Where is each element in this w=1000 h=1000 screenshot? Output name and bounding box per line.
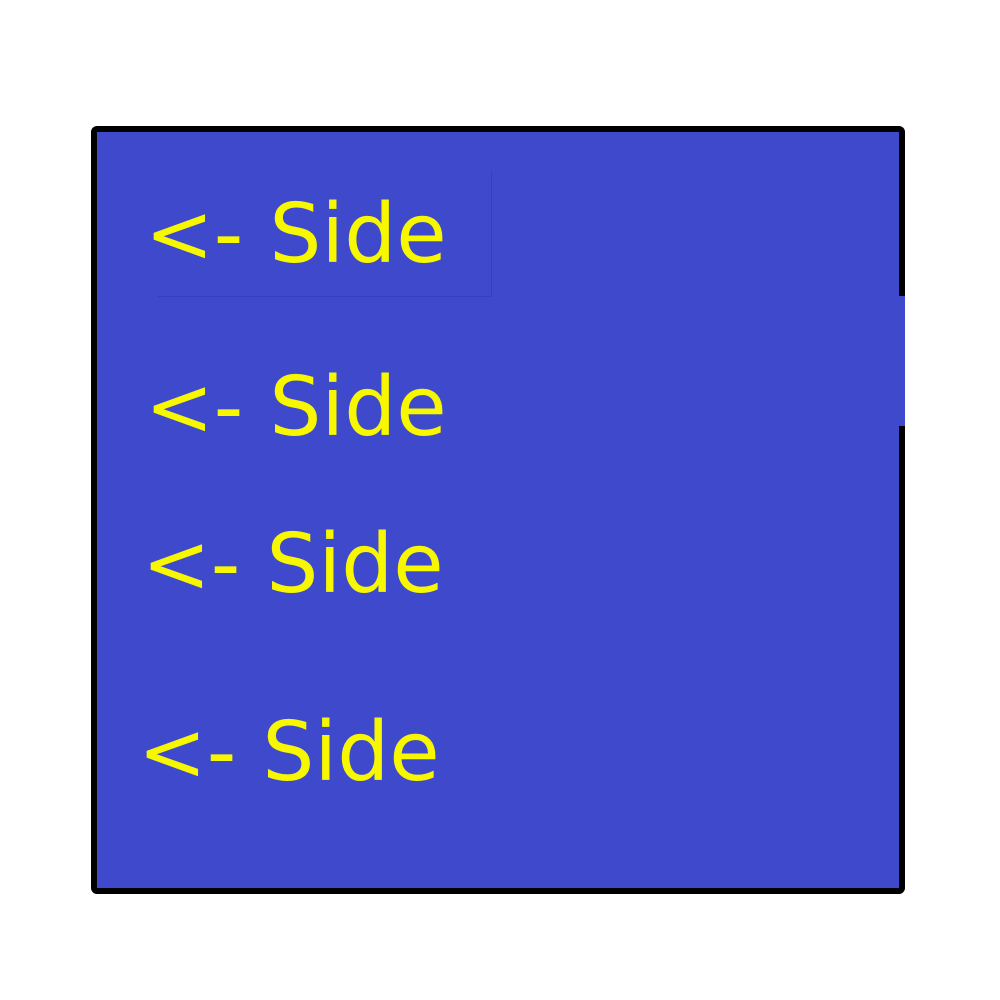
panel-border-gap	[897, 296, 905, 426]
side-button-1[interactable]: <- Side	[145, 187, 447, 282]
side-button-3[interactable]: <- Side	[142, 517, 444, 612]
side-button-4[interactable]: <- Side	[138, 705, 440, 800]
side-button-2[interactable]: <- Side	[145, 360, 447, 455]
side-button-panel: <- Side <- Side <- Side <- Side	[91, 126, 905, 894]
